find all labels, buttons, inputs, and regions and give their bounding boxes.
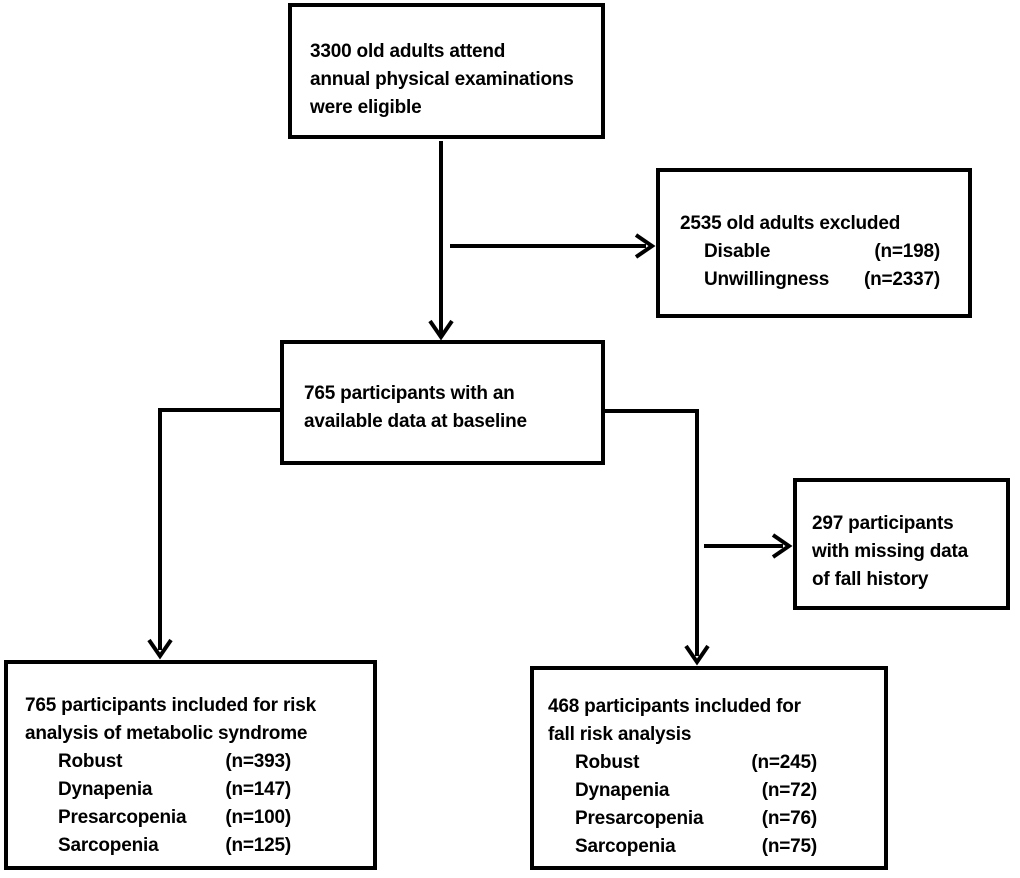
item-count: (n=125) <box>225 835 291 856</box>
box-text-line: of fall history <box>812 569 929 590</box>
item-label: Presarcopenia <box>58 807 187 828</box>
box-baseline: 765 participants with an available data … <box>280 340 605 465</box>
item-count: (n=245) <box>751 752 817 773</box>
item-label: Presarcopenia <box>575 808 704 829</box>
group-count-item: Dynapenia (n=147) <box>58 776 291 804</box>
item-label: Robust <box>58 751 123 772</box>
group-count-item: Robust (n=245) <box>575 749 817 777</box>
item-count: (n=72) <box>761 780 817 801</box>
arrow-baseline-to-fall <box>603 409 710 666</box>
box-text-line: annual physical examinations <box>310 69 574 90</box>
box-title-line: 468 participants included for <box>548 696 801 717</box>
exclusion-item: Disable (n=198) <box>704 238 940 266</box>
box-metabolic-analysis: 765 participants included for risk analy… <box>4 660 377 870</box>
item-label: Sarcopenia <box>575 836 676 857</box>
item-label: Robust <box>575 752 640 773</box>
box-title-line: fall risk analysis <box>548 724 692 745</box>
box-title-line: analysis of metabolic syndrome <box>25 723 308 744</box>
item-count: (n=100) <box>225 807 291 828</box>
box-title: 2535 old adults excluded <box>680 213 901 234</box>
arrow-to-excluded <box>450 233 656 259</box>
item-count: (n=393) <box>225 751 291 772</box>
arrow-to-missing-data <box>704 533 793 559</box>
group-count-item: Robust (n=393) <box>58 748 291 776</box>
item-label: Dynapenia <box>58 779 153 800</box>
arrow-baseline-to-metabolic <box>147 408 282 660</box>
box-fall-analysis: 468 participants included for fall risk … <box>530 666 888 870</box>
item-count: (n=147) <box>225 779 291 800</box>
box-title-line: 765 participants included for risk <box>25 695 316 716</box>
exclusion-item: Unwillingness (n=2337) <box>704 266 940 294</box>
group-count-item: Presarcopenia (n=100) <box>58 804 291 832</box>
box-text-line: available data at baseline <box>304 411 527 432</box>
item-count: (n=75) <box>761 836 817 857</box>
group-count-item: Sarcopenia (n=75) <box>575 833 817 861</box>
item-count: (n=198) <box>874 241 940 262</box>
item-label: Dynapenia <box>575 780 670 801</box>
box-text-line: 765 participants with an <box>304 383 515 404</box>
box-text-line: with missing data <box>812 541 969 562</box>
item-label: Unwillingness <box>704 269 830 290</box>
item-count: (n=76) <box>761 808 817 829</box>
item-label: Disable <box>704 241 771 262</box>
box-text-line: were eligible <box>310 97 422 118</box>
arrow-eligible-to-baseline <box>428 141 454 341</box>
item-label: Sarcopenia <box>58 835 159 856</box>
group-count-item: Presarcopenia (n=76) <box>575 805 817 833</box>
item-count: (n=2337) <box>863 269 940 290</box>
box-eligible: 3300 old adults attend annual physical e… <box>288 3 605 139</box>
box-excluded: 2535 old adults excluded Disable (n=198)… <box>656 168 972 318</box>
box-missing-fall-data: 297 participants with missing data of fa… <box>793 478 1010 610</box>
group-count-item: Sarcopenia (n=125) <box>58 832 291 860</box>
box-text-line: 297 participants <box>812 513 954 534</box>
group-count-item: Dynapenia (n=72) <box>575 777 817 805</box>
box-text-line: 3300 old adults attend <box>310 41 506 62</box>
